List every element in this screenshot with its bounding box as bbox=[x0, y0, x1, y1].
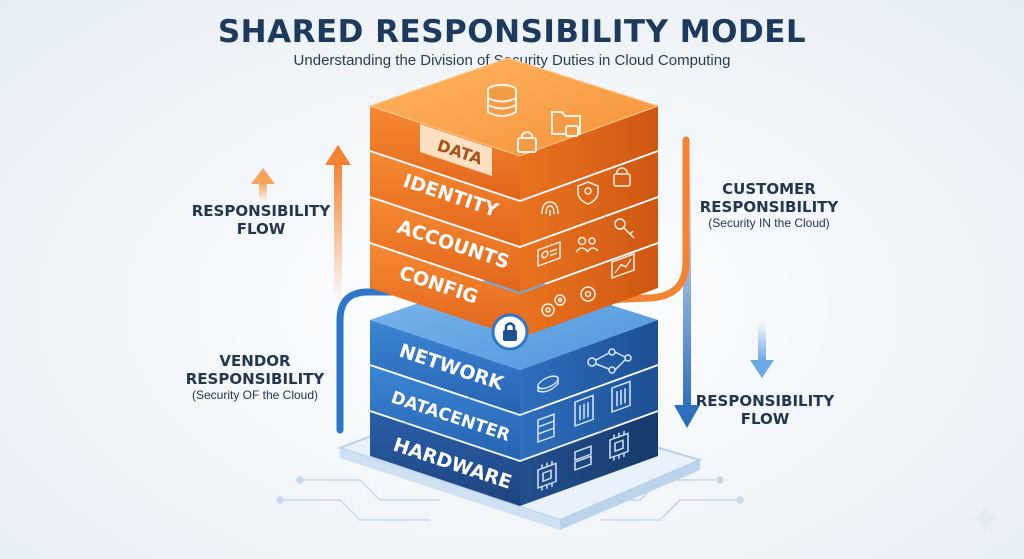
server-icon bbox=[574, 445, 592, 472]
users-icon bbox=[575, 236, 599, 253]
responsibility-flow-left-line2: FLOW bbox=[236, 220, 286, 238]
customer-label-line1: CUSTOMER bbox=[722, 180, 816, 198]
router-icon bbox=[537, 375, 559, 393]
small-up-arrow-icon bbox=[251, 168, 275, 202]
customer-responsibility-label: CUSTOMER RESPONSIBILITY (Security IN the… bbox=[684, 180, 854, 230]
responsibility-flow-right-line2: FLOW bbox=[740, 410, 790, 428]
page-title: SHARED RESPONSIBILITY MODEL bbox=[217, 14, 807, 50]
customer-label-line2: RESPONSIBILITY bbox=[699, 198, 839, 216]
building-icon bbox=[574, 394, 594, 428]
vendor-label-line1: VENDOR bbox=[219, 352, 291, 370]
responsibility-flow-right-label: RESPONSIBILITY FLOW bbox=[690, 392, 840, 428]
vendor-responsibility-label: VENDOR RESPONSIBILITY (Security OF the C… bbox=[170, 352, 340, 402]
chip-icon bbox=[537, 460, 557, 491]
dashboard-icon bbox=[611, 252, 635, 280]
chip-icon bbox=[609, 430, 629, 461]
lock-icon bbox=[613, 167, 631, 187]
center-lock-icon bbox=[491, 313, 529, 351]
database-icon bbox=[487, 84, 517, 117]
gears-icon bbox=[541, 294, 566, 317]
responsibility-flow-right-line1: RESPONSIBILITY bbox=[695, 392, 835, 410]
vendor-label-sub: (Security OF the Cloud) bbox=[191, 388, 319, 402]
id-card-icon bbox=[537, 240, 561, 268]
responsibility-flow-left-label: RESPONSIBILITY FLOW bbox=[186, 202, 336, 238]
fingerprint-icon bbox=[541, 201, 559, 216]
responsibility-flow-up-arrow bbox=[325, 145, 351, 300]
small-down-arrow-icon bbox=[750, 322, 774, 378]
responsibility-flow-down-arrow bbox=[674, 150, 700, 428]
key-icon bbox=[614, 218, 635, 239]
vendor-label-line2: RESPONSIBILITY bbox=[185, 370, 325, 388]
building-icon bbox=[611, 380, 631, 414]
network-nodes-icon bbox=[587, 348, 632, 374]
layer-data: DATA bbox=[368, 57, 660, 200]
shield-user-icon bbox=[577, 181, 599, 205]
folder-icon bbox=[551, 111, 581, 137]
lock-icon bbox=[517, 131, 537, 153]
customer-label-sub: (Security IN the Cloud) bbox=[708, 216, 830, 230]
gear-icon bbox=[580, 286, 596, 302]
sparkle-icon bbox=[971, 504, 999, 532]
responsibility-flow-left-line1: RESPONSIBILITY bbox=[191, 202, 331, 220]
layer-datacenter: DATACENTER bbox=[370, 366, 658, 460]
server-rack-icon bbox=[537, 413, 555, 444]
